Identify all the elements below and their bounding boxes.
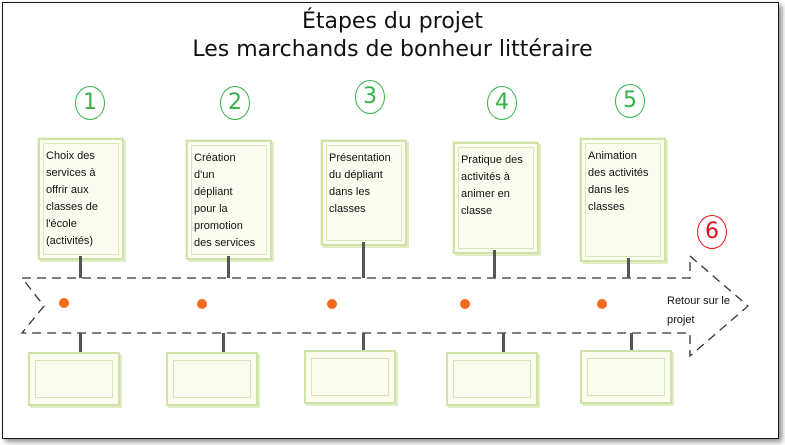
connector-stem xyxy=(79,256,82,278)
empty-card xyxy=(580,350,672,404)
step-number-ring xyxy=(697,215,727,249)
timeline-arrow-shape xyxy=(20,254,749,358)
step-number-ring xyxy=(220,86,250,120)
step-number-4: 4 xyxy=(487,86,517,120)
step-number-3: 3 xyxy=(355,80,385,114)
milestone-dot xyxy=(460,299,470,309)
connector-stem xyxy=(362,242,365,278)
connector-stem xyxy=(493,250,496,278)
connector-stem xyxy=(79,333,82,353)
step-card-text: Présentation du dépliant dans les classe… xyxy=(329,152,391,215)
step-number-1: 1 xyxy=(75,86,105,120)
step-number-ring xyxy=(75,86,105,120)
final-step-label: Retour sur le projet xyxy=(667,295,730,326)
step-card-text: Création d'un dépliant pour la promotion… xyxy=(194,152,256,249)
milestone-dot xyxy=(197,299,207,309)
step-number-6: 6 xyxy=(697,215,727,249)
step-number-5: 5 xyxy=(615,84,645,118)
step-card-1: Choix des services à offrir aux classes … xyxy=(38,138,124,260)
step-number-ring xyxy=(355,80,385,114)
empty-card xyxy=(304,350,396,404)
step-card-text: Choix des services à offrir aux classes … xyxy=(46,150,98,247)
title-line-2: Les marchands de bonheur littéraire xyxy=(192,37,593,62)
empty-card xyxy=(166,352,258,406)
step-number-ring xyxy=(487,86,517,120)
step-card-4: Pratique des activités à animer en class… xyxy=(453,142,539,254)
title-line-1: Étapes du projet xyxy=(301,9,484,34)
step-card-text: Animation des activités dans les classes xyxy=(588,150,649,213)
milestone-dot xyxy=(327,299,337,309)
empty-card xyxy=(446,352,538,406)
connector-stem xyxy=(627,258,630,278)
empty-card xyxy=(28,352,120,406)
step-card-5: Animation des activités dans les classes xyxy=(580,138,666,262)
step-number-2: 2 xyxy=(220,86,250,120)
step-number-ring xyxy=(615,84,645,118)
connector-stem xyxy=(227,256,230,278)
connector-stem xyxy=(630,333,633,353)
connector-stem xyxy=(222,333,225,353)
step-card-2: Création d'un dépliant pour la promotion… xyxy=(186,140,272,260)
diagram-title: Étapes du projet Les marchands de bonheu… xyxy=(0,8,785,64)
step-card-3: Présentation du dépliant dans les classe… xyxy=(321,140,407,246)
milestone-dot xyxy=(597,299,607,309)
step-card-text: Pratique des activités à animer en class… xyxy=(461,154,523,217)
connector-stem xyxy=(502,333,505,353)
connector-stem xyxy=(362,333,365,353)
milestone-dot xyxy=(59,298,69,308)
